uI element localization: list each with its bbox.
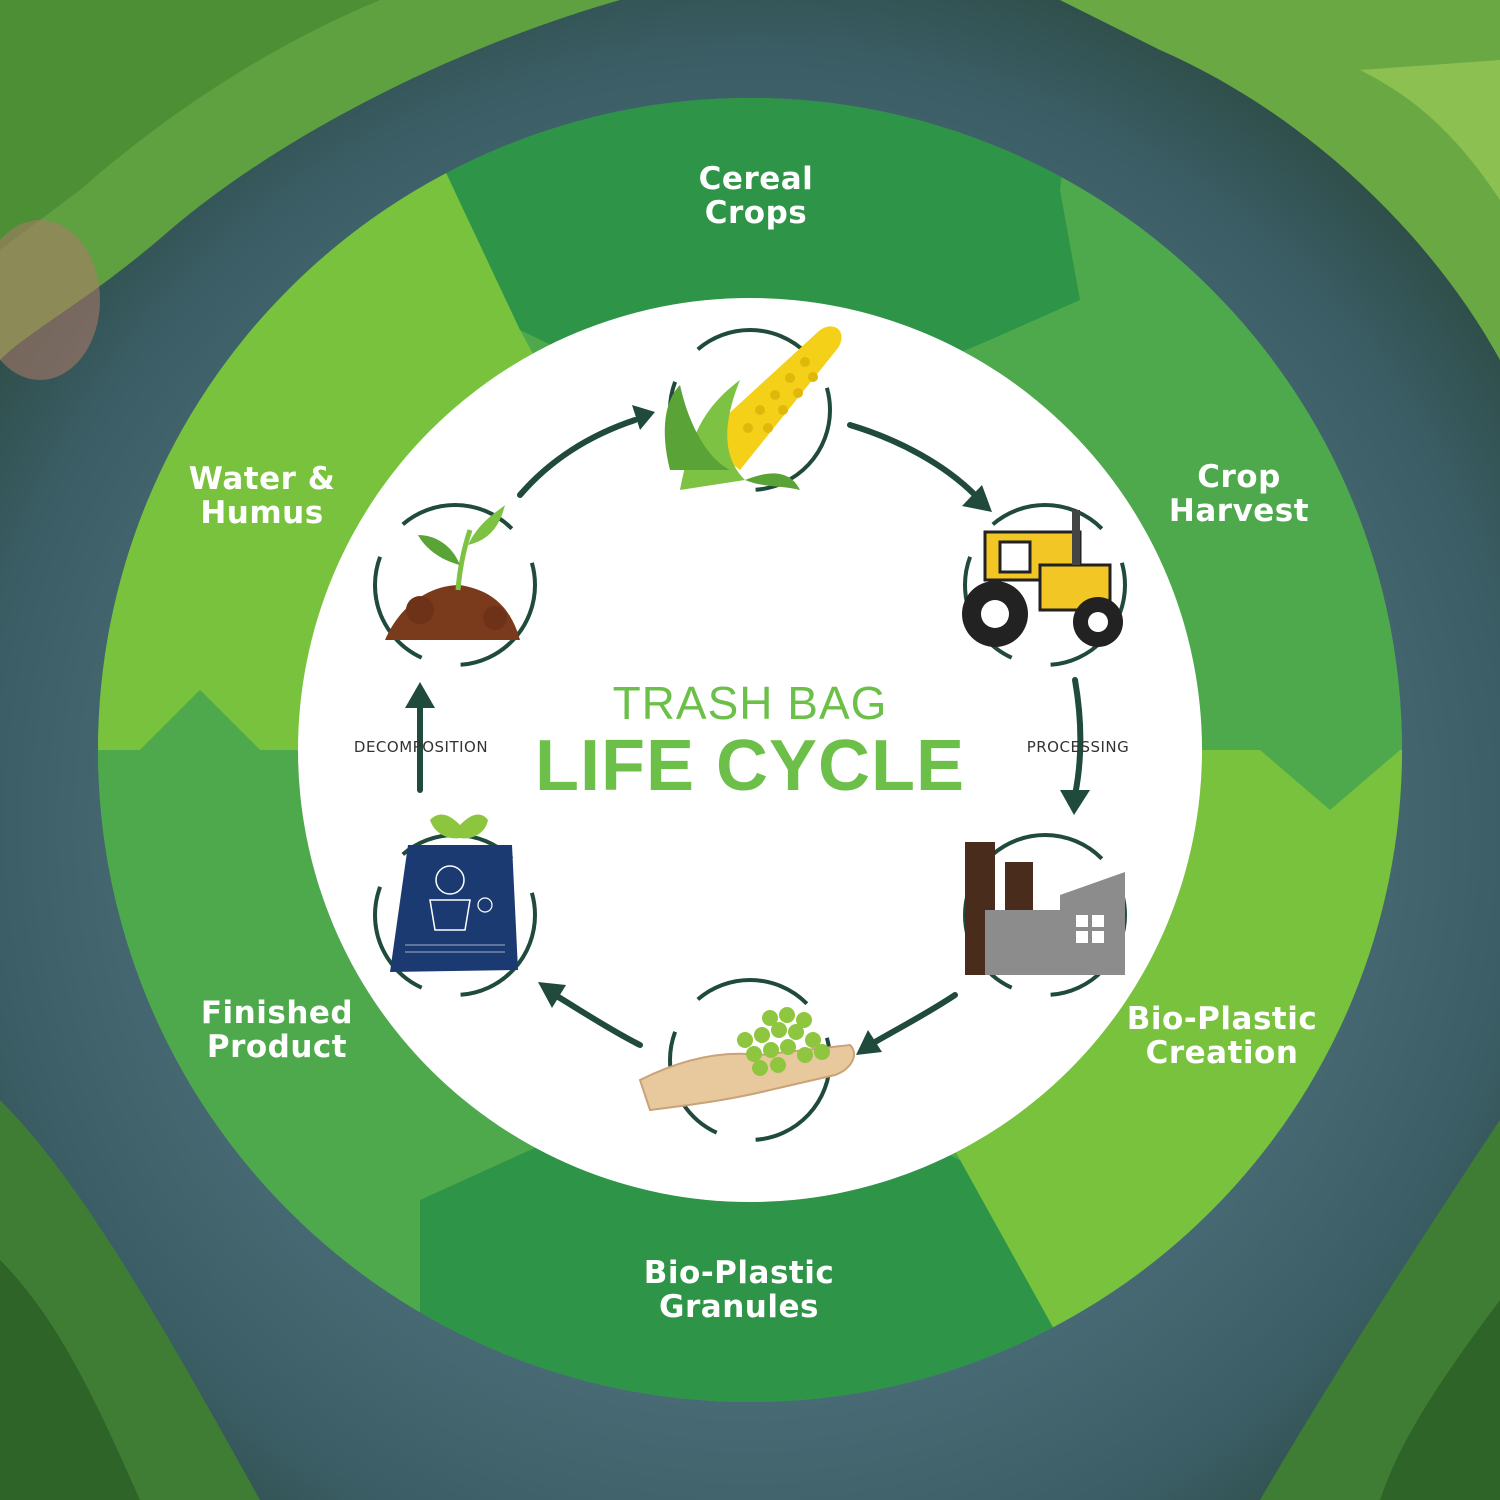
stage-label-finished-product: Finished Product bbox=[147, 996, 407, 1064]
stage-label-line: Finished bbox=[147, 996, 407, 1030]
stage-label-cereal-crops: Cereal Crops bbox=[626, 162, 886, 230]
stage-label-line: Harvest bbox=[1109, 494, 1369, 528]
arrow-label-processing: PROCESSING bbox=[978, 738, 1178, 756]
stage-label-line: Crop bbox=[1109, 460, 1369, 494]
stage-label-line: Bio-Plastic bbox=[609, 1256, 869, 1290]
stage-label-line: Granules bbox=[609, 1290, 869, 1324]
stage-label-line: Bio-Plastic bbox=[1092, 1002, 1352, 1036]
arrow-label-decomposition: DECOMPOSITION bbox=[321, 738, 521, 756]
stage-label-line: Humus bbox=[132, 496, 392, 530]
diagram-subtitle: TRASH BAG bbox=[500, 676, 1000, 730]
stage-label-line: Cereal bbox=[626, 162, 886, 196]
stage-label-water-humus: Water & Humus bbox=[132, 462, 392, 530]
stage-label-line: Crops bbox=[626, 196, 886, 230]
stage-label-crop-harvest: Crop Harvest bbox=[1109, 460, 1369, 528]
stage-label-line: Product bbox=[147, 1030, 407, 1064]
stage-label-line: Creation bbox=[1092, 1036, 1352, 1070]
stage-label-bio-plastic-creation: Bio-Plastic Creation bbox=[1092, 1002, 1352, 1070]
stage-label-bio-plastic-granules: Bio-Plastic Granules bbox=[609, 1256, 869, 1324]
diagram-title: LIFE CYCLE bbox=[500, 725, 1000, 807]
stage-label-line: Water & bbox=[132, 462, 392, 496]
